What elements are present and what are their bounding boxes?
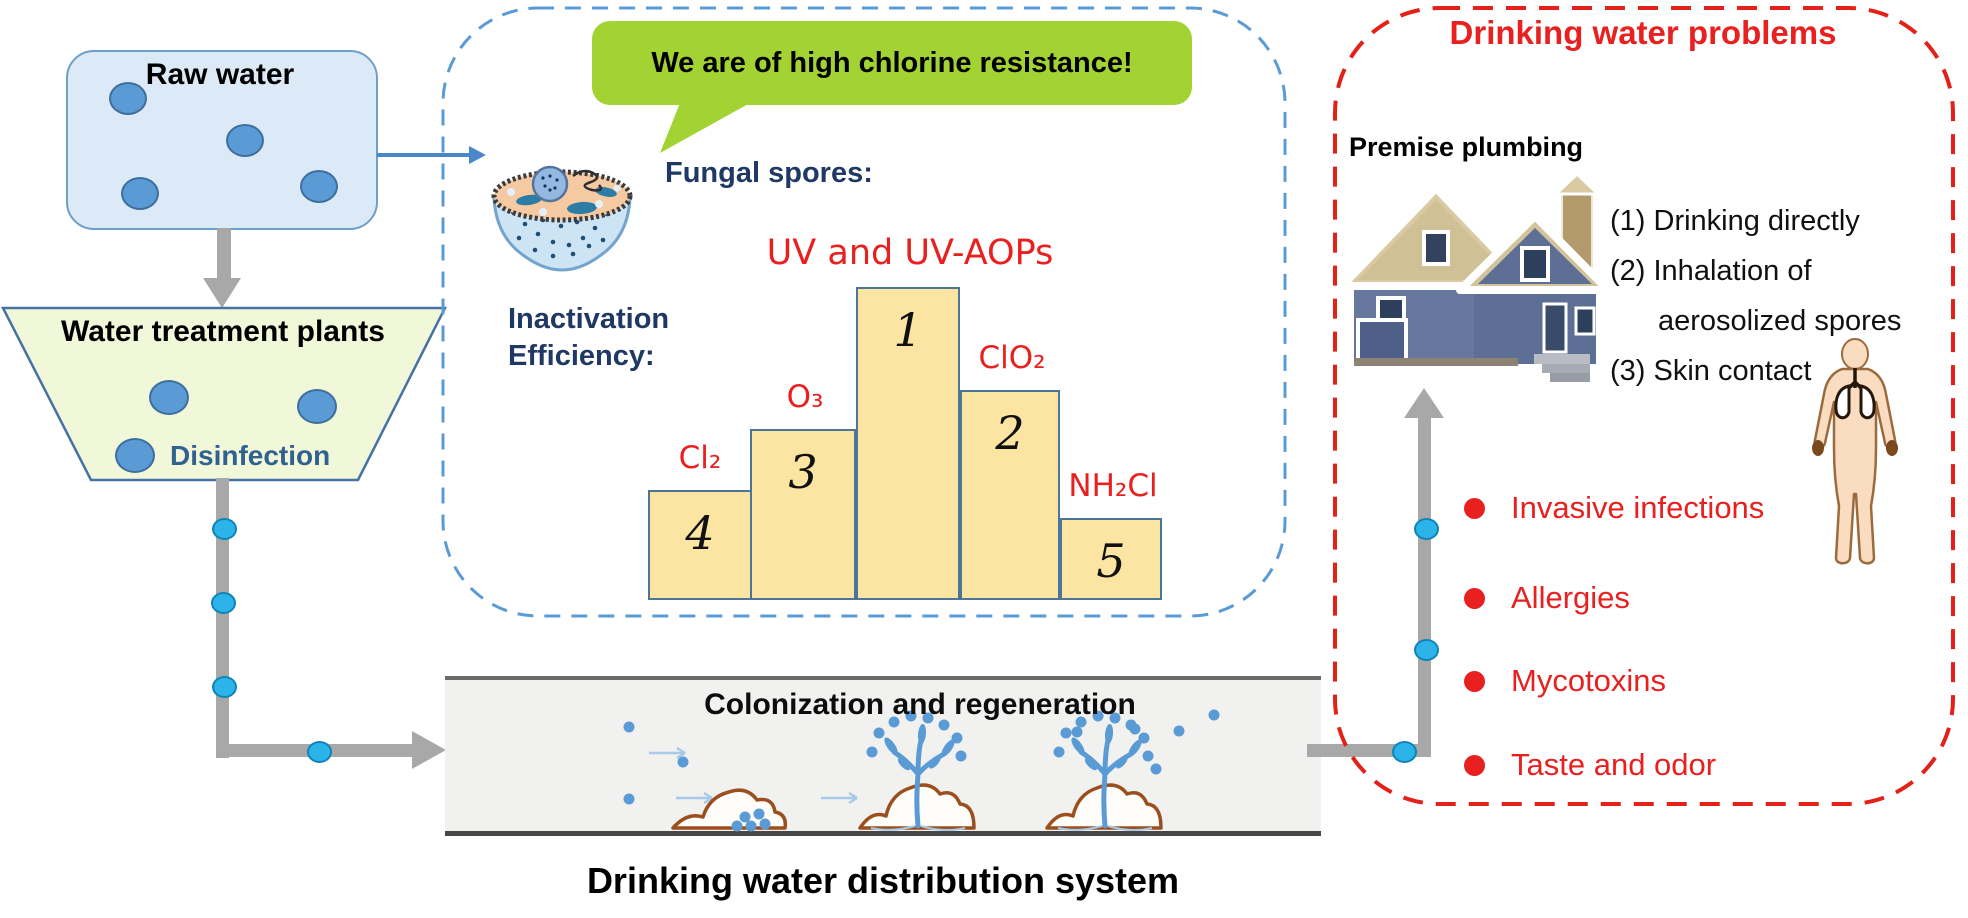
treatment-label: Water treatment plants [61,315,385,348]
problems-title: Drinking water problems [1449,14,1837,51]
cyan-spore-dot-icon [1414,639,1439,661]
bar: 5 [1060,518,1162,600]
bullet-dot-icon [1464,497,1485,519]
spore-dot-icon [115,438,155,473]
bar-category-label: NH₂Cl [1068,468,1158,504]
bar-rank-label: 5 [1096,534,1126,588]
inactivation-line2: Efficiency: [508,340,655,372]
spore-dot-icon [300,170,338,203]
effect-item: Invasive infections [1464,490,1764,526]
bar-category-label: O₃ [786,379,824,415]
house-icon [1338,171,1610,382]
cyan-spore-dot-icon [1392,741,1417,763]
inactivation-efficiency-label: Inactivation Efficiency: [508,301,669,375]
cyan-spore-dot-icon [212,518,237,540]
bar-rank-label: 1 [893,303,923,357]
spore-dot-icon [121,177,159,210]
cyan-spore-dot-icon [1414,518,1439,540]
bar: 2 [960,390,1060,600]
bar-category-label: ClO₂ [978,340,1046,376]
effect-label: Invasive infections [1511,490,1765,525]
spore-dot-icon [109,82,147,115]
distribution-caption: Drinking water distribution system [586,860,1180,901]
distribution-pipe [445,676,1321,836]
bar-rank-label: 4 [685,506,715,560]
problems-panel-border [1333,6,1955,806]
right-arrow-icon [412,731,446,769]
exposure-line: (2) Inhalation of [1610,255,1812,287]
bar-category-label: Cl₂ [678,440,722,476]
premise-plumbing-label: Premise plumbing [1349,132,1584,162]
speech-bubble-text: We are of high chlorine resistance! [651,46,1133,79]
down-arrow-icon [203,278,241,308]
effect-item: Taste and odor [1464,747,1716,783]
bullet-dot-icon [1464,754,1485,776]
fungal-panel-border [441,6,1287,618]
pipe-label: Colonization and regeneration [704,688,1136,721]
biofilm-colony [1045,710,1163,832]
cyan-spore-dot-icon [212,676,237,698]
inactivation-line1: Inactivation [508,303,670,335]
fungal-spores-heading: Fungal spores: [665,157,873,189]
effect-item: Allergies [1464,580,1630,616]
exposure-list: (1) Drinking directly (2) Inhalation of … [1610,196,1901,396]
cyan-spore-dot-icon [307,741,332,763]
disinfection-label: Disinfection [170,440,331,471]
cyan-spore-dot-icon [211,592,236,614]
biofilm-illustration [623,709,1220,832]
effect-item: Mycotoxins [1464,663,1666,699]
fungal-spore-icon [491,165,633,272]
bar-rank-label: 2 [995,406,1025,460]
effect-label: Mycotoxins [1511,663,1667,698]
exposure-line: (3) Skin contact [1610,355,1812,387]
treatment-trapezoid [0,306,448,482]
bar-chart: 4 Cl₂ 3 O₃ 1 UV and UV-AOPs 2 ClO₂ 5 NH₂Cl [648,233,1164,600]
down-arrow-shaft [217,228,231,280]
bar-rank-label: 3 [788,445,818,499]
effect-label: Allergies [1511,580,1630,615]
biofilm-colony [858,710,976,832]
bullet-dot-icon [1464,670,1485,692]
blue-arrow-icon [469,146,486,164]
exposure-line: (1) Drinking directly [1610,205,1860,237]
exposure-line: aerosolized spores [1658,305,1902,337]
human-body-icon [1812,338,1898,565]
effect-label: Taste and odor [1511,747,1717,782]
speech-bubble: We are of high chlorine resistance! [592,21,1192,105]
bar: 1 [856,287,960,600]
bullet-dot-icon [1464,587,1485,609]
up-arrow-icon [1404,388,1444,418]
raw-water-label: Raw water [145,58,295,91]
spore-dot-icon [149,380,189,415]
bar: 3 [750,429,856,600]
speech-bubble-tail [660,103,750,153]
spore-dot-icon [226,124,264,157]
right-connector-vertical [1418,416,1431,757]
spore-dot-icon [297,389,337,424]
bar-category-label: UV and UV-AOPs [766,233,1054,273]
blue-arrow-shaft [377,153,471,157]
bar: 4 [648,490,752,600]
